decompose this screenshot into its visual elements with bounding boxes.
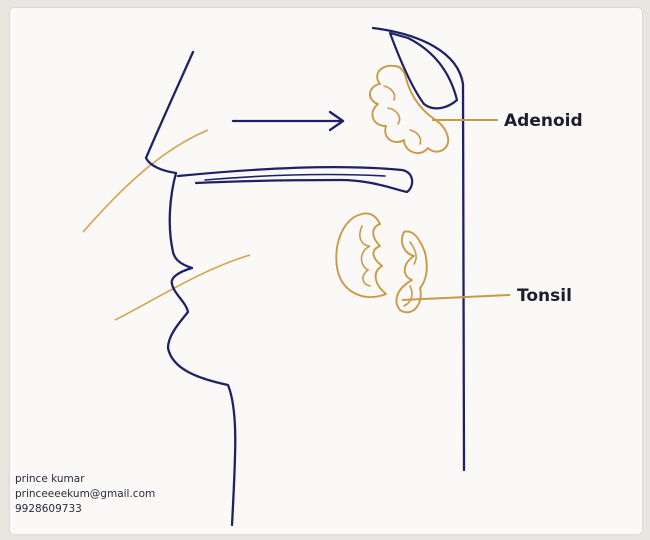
author-email: princeeeekum@gmail.com bbox=[15, 487, 155, 502]
author-credits: prince kumar princeeeekum@gmail.com 9928… bbox=[15, 472, 155, 517]
tonsil-pointer-line bbox=[402, 295, 510, 300]
tonsil-label: Tonsil bbox=[517, 286, 572, 306]
face-profile-outline bbox=[146, 52, 235, 525]
author-name: prince kumar bbox=[15, 472, 155, 487]
adenoid-lobe-line-1 bbox=[384, 86, 395, 100]
adenoid-label: Adenoid bbox=[504, 111, 583, 131]
adenoid-lobe-line-3 bbox=[410, 130, 421, 144]
author-phone: 9928609733 bbox=[15, 502, 155, 517]
upper-guide-line bbox=[83, 130, 208, 232]
tonsil-left-inner bbox=[360, 226, 370, 286]
nasopharynx-inner-curve bbox=[390, 33, 457, 108]
adenoid-lobe-line-2 bbox=[388, 108, 400, 124]
